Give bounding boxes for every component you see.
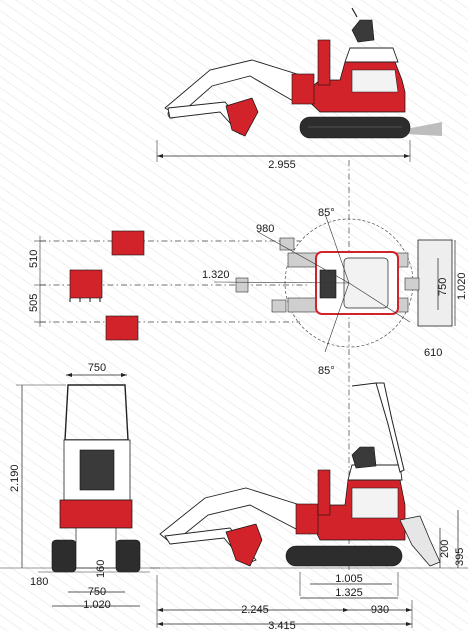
dim-750-front-top: 750: [88, 362, 106, 374]
dim-2245: 2.245: [241, 604, 269, 616]
dim-160: 160: [95, 560, 107, 578]
seat-top: [351, 19, 375, 43]
dim-980: 980: [256, 223, 274, 235]
track-top: [299, 116, 411, 139]
dim-395: 395: [454, 548, 466, 566]
seat-front: [79, 449, 115, 491]
bucket-top: [225, 97, 259, 137]
track-bottom: [285, 545, 403, 567]
dim-930: 930: [371, 604, 389, 616]
side-view-bottom: 200 395 1.005 1.325 2.245 930 3.415: [150, 382, 468, 631]
bucket-plan-lower: [105, 315, 139, 341]
dim-1005: 1.005: [335, 573, 363, 585]
bucket-plan-middle: [69, 269, 103, 299]
dim-180: 180: [30, 576, 48, 588]
plan-view: 510 505 980 1.320 610 85° 85°: [28, 207, 468, 377]
dim-angle-top: 85°: [318, 207, 335, 219]
blade-plan: [417, 239, 453, 327]
dim-200: 200: [439, 540, 451, 558]
dim-1320: 1.320: [202, 269, 230, 281]
dim-1325: 1.325: [335, 587, 363, 599]
dim-750-plan: 750: [437, 278, 449, 296]
dim-2955: 2.955: [268, 159, 296, 171]
body-red-front: [59, 499, 133, 529]
dim-610: 610: [424, 347, 442, 359]
ground-wedge-top: [406, 122, 442, 136]
dim-1020-plan: 1.020: [456, 272, 468, 300]
bucket-bottom: [225, 523, 263, 567]
dim-3415: 3.415: [268, 620, 296, 631]
dim-510: 510: [28, 250, 40, 268]
dim-505: 505: [28, 294, 40, 312]
dim-angle-bottom: 85°: [318, 365, 335, 377]
dim-1020-front: 1.020: [83, 599, 111, 611]
dim-2190: 2.190: [9, 464, 21, 492]
cab-top: [344, 47, 399, 63]
track-front-left: [51, 539, 77, 573]
front-view: 750 2.190 180 160 750 1.020: [0, 362, 160, 611]
dim-750-front: 750: [88, 586, 106, 598]
side-view-top: 2.955: [156, 7, 442, 171]
track-front-right: [115, 539, 141, 573]
bucket-plan-upper: [111, 230, 145, 256]
